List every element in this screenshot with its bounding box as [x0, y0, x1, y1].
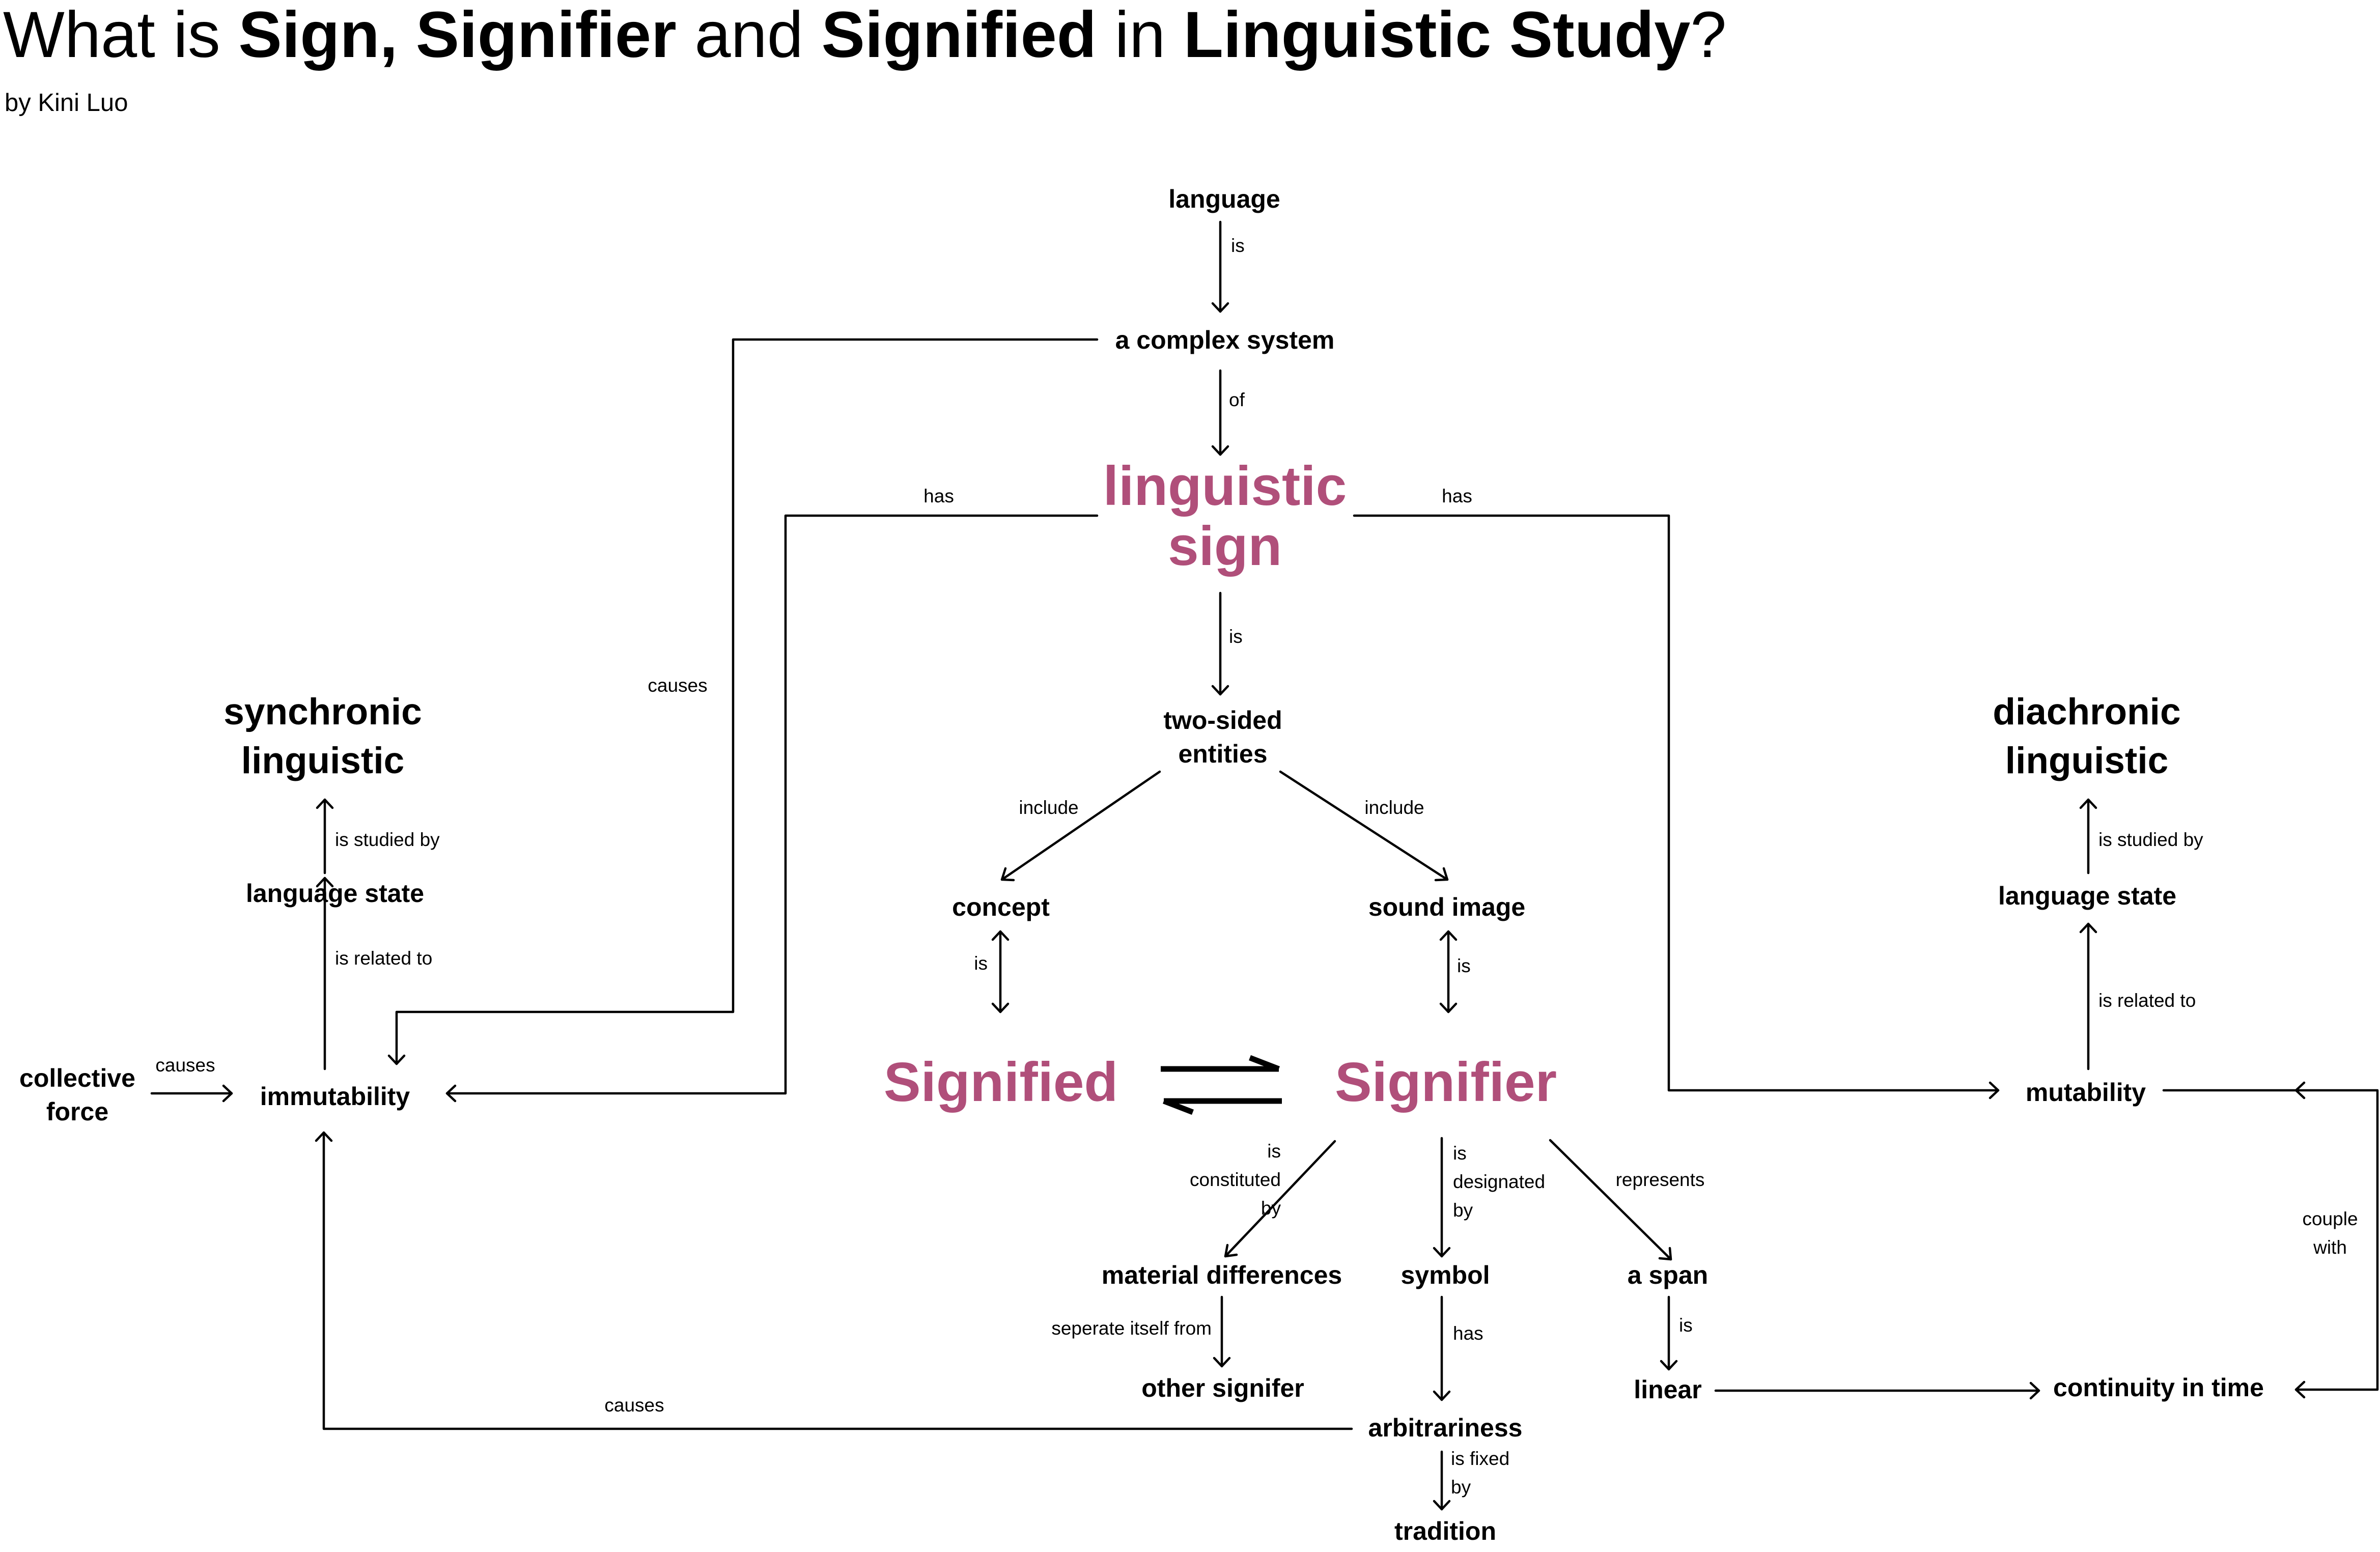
- arrowhead: [1000, 867, 1015, 882]
- edge-mutability-continuity: [2162, 1089, 2379, 1391]
- edge-include-concept: [1000, 770, 1161, 881]
- arrowhead: [222, 1084, 233, 1103]
- edge-label-arbitrariness-causes: causes: [604, 1395, 664, 1416]
- edge-label-sound-image-is: is: [1457, 955, 1471, 976]
- node-immutability: immutability: [260, 1082, 410, 1111]
- arrowhead: [1989, 1081, 2000, 1099]
- edge-label-seperate: seperate itself from: [1051, 1318, 1212, 1339]
- edge-label-represents: represents: [1615, 1169, 1705, 1190]
- arrowhead: [1213, 1357, 1231, 1368]
- node-complex-system: a complex system: [1115, 326, 1335, 354]
- arrowhead: [1211, 685, 1229, 696]
- arrowhead: [1211, 302, 1229, 313]
- arrowhead: [1224, 1244, 1238, 1258]
- node-continuity-in-time: continuity in time: [2053, 1373, 2264, 1402]
- node-arbitrariness: arbitrariness: [1368, 1414, 1523, 1442]
- arrowhead: [2079, 922, 2097, 934]
- arrowhead: [1658, 1247, 1672, 1261]
- edge-signifier-material: [1224, 1140, 1336, 1258]
- edge-label-right-related: is related to: [2098, 990, 2196, 1011]
- edge-label-sign-is: is: [1229, 626, 1243, 647]
- node-synchronic-linguistic: synchronic linguistic: [223, 691, 422, 781]
- edge-label-system-causes: causes: [648, 675, 708, 696]
- arrowhead: [1434, 867, 1449, 882]
- node-tradition: tradition: [1394, 1517, 1496, 1545]
- edge-label-sign-has-right: has: [1442, 486, 1472, 506]
- node-diachronic-linguistic: diachronic linguistic: [1993, 691, 2181, 781]
- edge-sign-has-mutability: [1353, 514, 2000, 1092]
- edge-signifier-span: [1549, 1139, 1672, 1261]
- node-two-sided-entities: two-sided entities: [1163, 706, 1282, 768]
- title-term: Signified: [821, 0, 1097, 71]
- edge-label-right-studied: is studied by: [2098, 829, 2203, 850]
- byline: by Kini Luo: [5, 89, 128, 117]
- edge-label-constituted-by: is constituted by: [1190, 1141, 1281, 1219]
- edge-label-collective-causes: causes: [155, 1055, 215, 1076]
- arrowhead: [316, 877, 334, 888]
- edge-arbitrariness-causes-immutability: [322, 1131, 1353, 1430]
- node-linguistic-sign: linguistic sign: [1103, 455, 1347, 577]
- node-a-span: a span: [1627, 1261, 1709, 1289]
- arrowhead: [991, 930, 1010, 941]
- arrowhead: [1660, 1360, 1678, 1371]
- arrowhead: [1433, 1390, 1451, 1401]
- harpoon-bottom-barb: [1163, 1098, 1194, 1115]
- node-concept: concept: [952, 893, 1050, 921]
- edge-label-left-studied: is studied by: [335, 829, 440, 850]
- page-title: What is Sign, Signifier and Signified in…: [3, 0, 1726, 73]
- edge-label-sign-has-left: has: [923, 486, 954, 506]
- arrowhead: [2079, 798, 2097, 809]
- arrowhead: [991, 1002, 1010, 1013]
- arrowhead: [316, 798, 334, 809]
- title-term: Sign, Signifier: [238, 0, 677, 71]
- node-symbol: symbol: [1401, 1261, 1490, 1289]
- title-part: and: [676, 0, 822, 71]
- title-part: ?: [1690, 0, 1727, 71]
- edge-include-sound-image: [1279, 770, 1449, 881]
- title-part: What is: [3, 0, 239, 71]
- node-sound-image: sound image: [1368, 893, 1526, 921]
- arrowhead: [1433, 1247, 1451, 1258]
- arrowhead: [1211, 445, 1229, 456]
- node-language-state-left: language state: [245, 879, 425, 908]
- edge-label-system-of: of: [1229, 389, 1245, 410]
- node-signifier: Signifier: [1334, 1051, 1557, 1113]
- node-language: language: [1168, 185, 1280, 213]
- arrowhead: [2294, 1380, 2306, 1399]
- edge-label-left-related: is related to: [335, 948, 433, 969]
- edge-label-fixed-by: is fixed by: [1451, 1448, 1510, 1498]
- arrowhead: [387, 1054, 406, 1065]
- arrowhead: [2294, 1081, 2306, 1099]
- arrowhead: [2029, 1381, 2040, 1400]
- arrowhead: [315, 1131, 333, 1142]
- arrowhead: [1433, 1500, 1451, 1511]
- harpoon-top-barb: [1249, 1055, 1280, 1072]
- node-material-differences: material differences: [1101, 1261, 1342, 1289]
- edge-label-designated-by: is designated by: [1453, 1143, 1546, 1221]
- equilibrium-arrows: [1161, 1055, 1282, 1115]
- arrowhead: [1439, 930, 1458, 941]
- edge-label-include-right: include: [1364, 797, 1424, 818]
- edge-label-concept-is: is: [974, 953, 988, 974]
- node-collective-force: collective force: [19, 1064, 135, 1126]
- edge-label-include-left: include: [1019, 797, 1079, 818]
- node-linear: linear: [1634, 1375, 1702, 1404]
- edge-label-couple-with: couple with: [2302, 1208, 2358, 1258]
- edge-label-language-is: is: [1231, 235, 1245, 256]
- node-mutability: mutability: [2025, 1078, 2146, 1107]
- edge-label-span-is: is: [1679, 1315, 1693, 1336]
- title-term: Linguistic Study: [1183, 0, 1691, 71]
- arrowhead: [445, 1084, 457, 1103]
- edge-system-causes-immutability: [395, 338, 1099, 1065]
- node-other-signifer: other signifer: [1141, 1374, 1304, 1402]
- edge-sign-has-immutability: [445, 514, 1099, 1095]
- edge-label-symbol-has: has: [1453, 1323, 1483, 1344]
- node-language-state-right: language state: [1998, 882, 2177, 910]
- node-signified: Signified: [883, 1051, 1118, 1113]
- arrowhead: [1439, 1002, 1458, 1013]
- title-part: in: [1096, 0, 1184, 71]
